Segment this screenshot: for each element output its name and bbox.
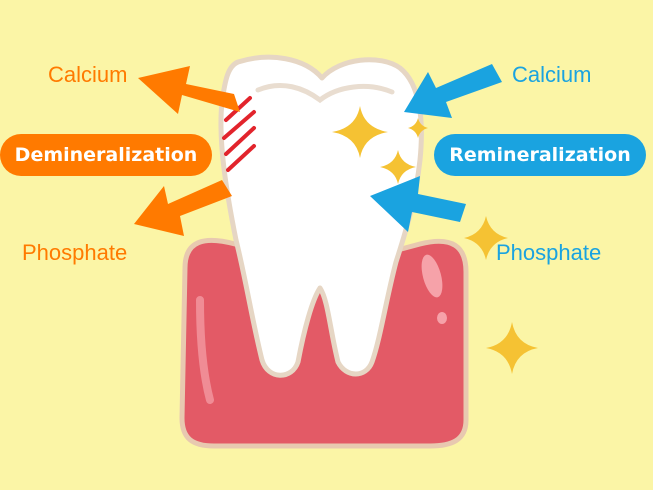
- sparkle-icon: [408, 118, 428, 138]
- right-calcium-label: Calcium: [512, 62, 592, 87]
- demineralization-arrows: [134, 66, 240, 236]
- arrow-calcium-out: [138, 66, 240, 114]
- arrow-calcium-in: [404, 64, 502, 118]
- arrow-phosphate-in: [370, 176, 466, 232]
- left-calcium-label: Calcium: [48, 62, 128, 87]
- remineralization-arrows: [370, 64, 502, 232]
- sparkle-icon: [380, 150, 416, 184]
- demineralization-badge: Demineralization: [0, 134, 212, 176]
- sparkle-icons: [332, 106, 538, 374]
- arrow-phosphate-out: [134, 180, 232, 236]
- sparkle-icon: [464, 216, 508, 260]
- sparkle-icon: [332, 106, 388, 158]
- remineralization-badge: Remineralization: [434, 134, 646, 176]
- left-phosphate-label: Phosphate: [22, 240, 128, 265]
- sparkle-icon: [486, 322, 538, 374]
- right-phosphate-label: Phosphate: [496, 240, 602, 265]
